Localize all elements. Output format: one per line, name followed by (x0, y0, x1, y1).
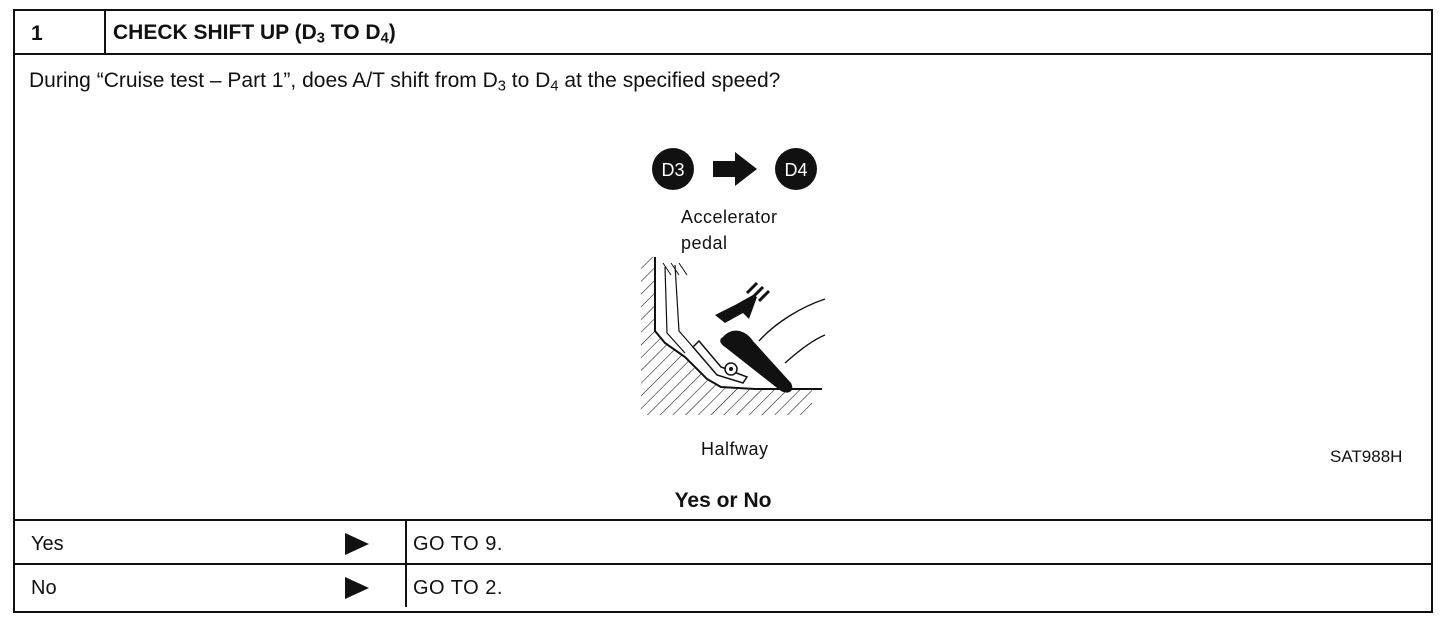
question-mid: to D (505, 69, 551, 92)
answer-no-label: No (31, 577, 57, 599)
gear-d3-text: D3 (661, 160, 684, 180)
driver-foot-outline (758, 298, 826, 364)
figure-code: SAT988H (1330, 447, 1403, 466)
header-divider (104, 11, 106, 53)
diagnostic-step-table: 1 CHECK SHIFT UP (D3 TO D4) During “Crui… (13, 9, 1433, 613)
title-sub-from: 3 (316, 30, 325, 47)
question-suffix: at the specified speed? (558, 69, 781, 92)
accelerator-pedal-illustration: D3 D4 (635, 147, 855, 467)
arrow-right-icon (345, 577, 369, 599)
answer-no-action[interactable]: GO TO 2. (413, 577, 503, 599)
halfway-label: Halfway (701, 439, 769, 459)
title-sub-to: 4 (380, 30, 389, 47)
answer-row-no[interactable]: No GO TO 2. (15, 563, 1431, 607)
gear-d3-badge: D3 (652, 148, 694, 190)
gear-d4-badge: D4 (775, 148, 817, 190)
question-prefix: During “Cruise test – Part 1”, does A/T … (29, 69, 498, 92)
step-title: CHECK SHIFT UP (D3 TO D4) (113, 21, 396, 47)
shift-arrow-icon (713, 152, 757, 186)
step-header-row: 1 CHECK SHIFT UP (D3 TO D4) (15, 11, 1431, 55)
gear-d4-text: D4 (784, 160, 807, 180)
pedal-diagram: D3 D4 (641, 148, 826, 415)
title-mid: TO D (324, 21, 381, 44)
answer-divider (405, 521, 407, 563)
pedal-label-line1: Accelerator (681, 207, 778, 227)
question-sub-to: 4 (550, 78, 559, 95)
title-suffix: ) (388, 21, 396, 44)
answer-divider (405, 565, 407, 607)
answer-row-yes[interactable]: Yes GO TO 9. (15, 519, 1431, 563)
title-prefix: CHECK SHIFT UP (D (113, 21, 317, 44)
answer-yes-label: Yes (31, 533, 64, 555)
answer-yes-action[interactable]: GO TO 9. (413, 533, 503, 555)
pedal-label-line2: pedal (681, 233, 728, 253)
step-number: 1 (31, 22, 43, 45)
accelerator-pedal (691, 330, 793, 393)
arrow-right-icon (345, 533, 369, 555)
step-question: During “Cruise test – Part 1”, does A/T … (29, 69, 781, 95)
question-sub-from: 3 (497, 78, 506, 95)
press-arrow-icon (715, 281, 771, 323)
decision-prompt: Yes or No (674, 489, 772, 512)
